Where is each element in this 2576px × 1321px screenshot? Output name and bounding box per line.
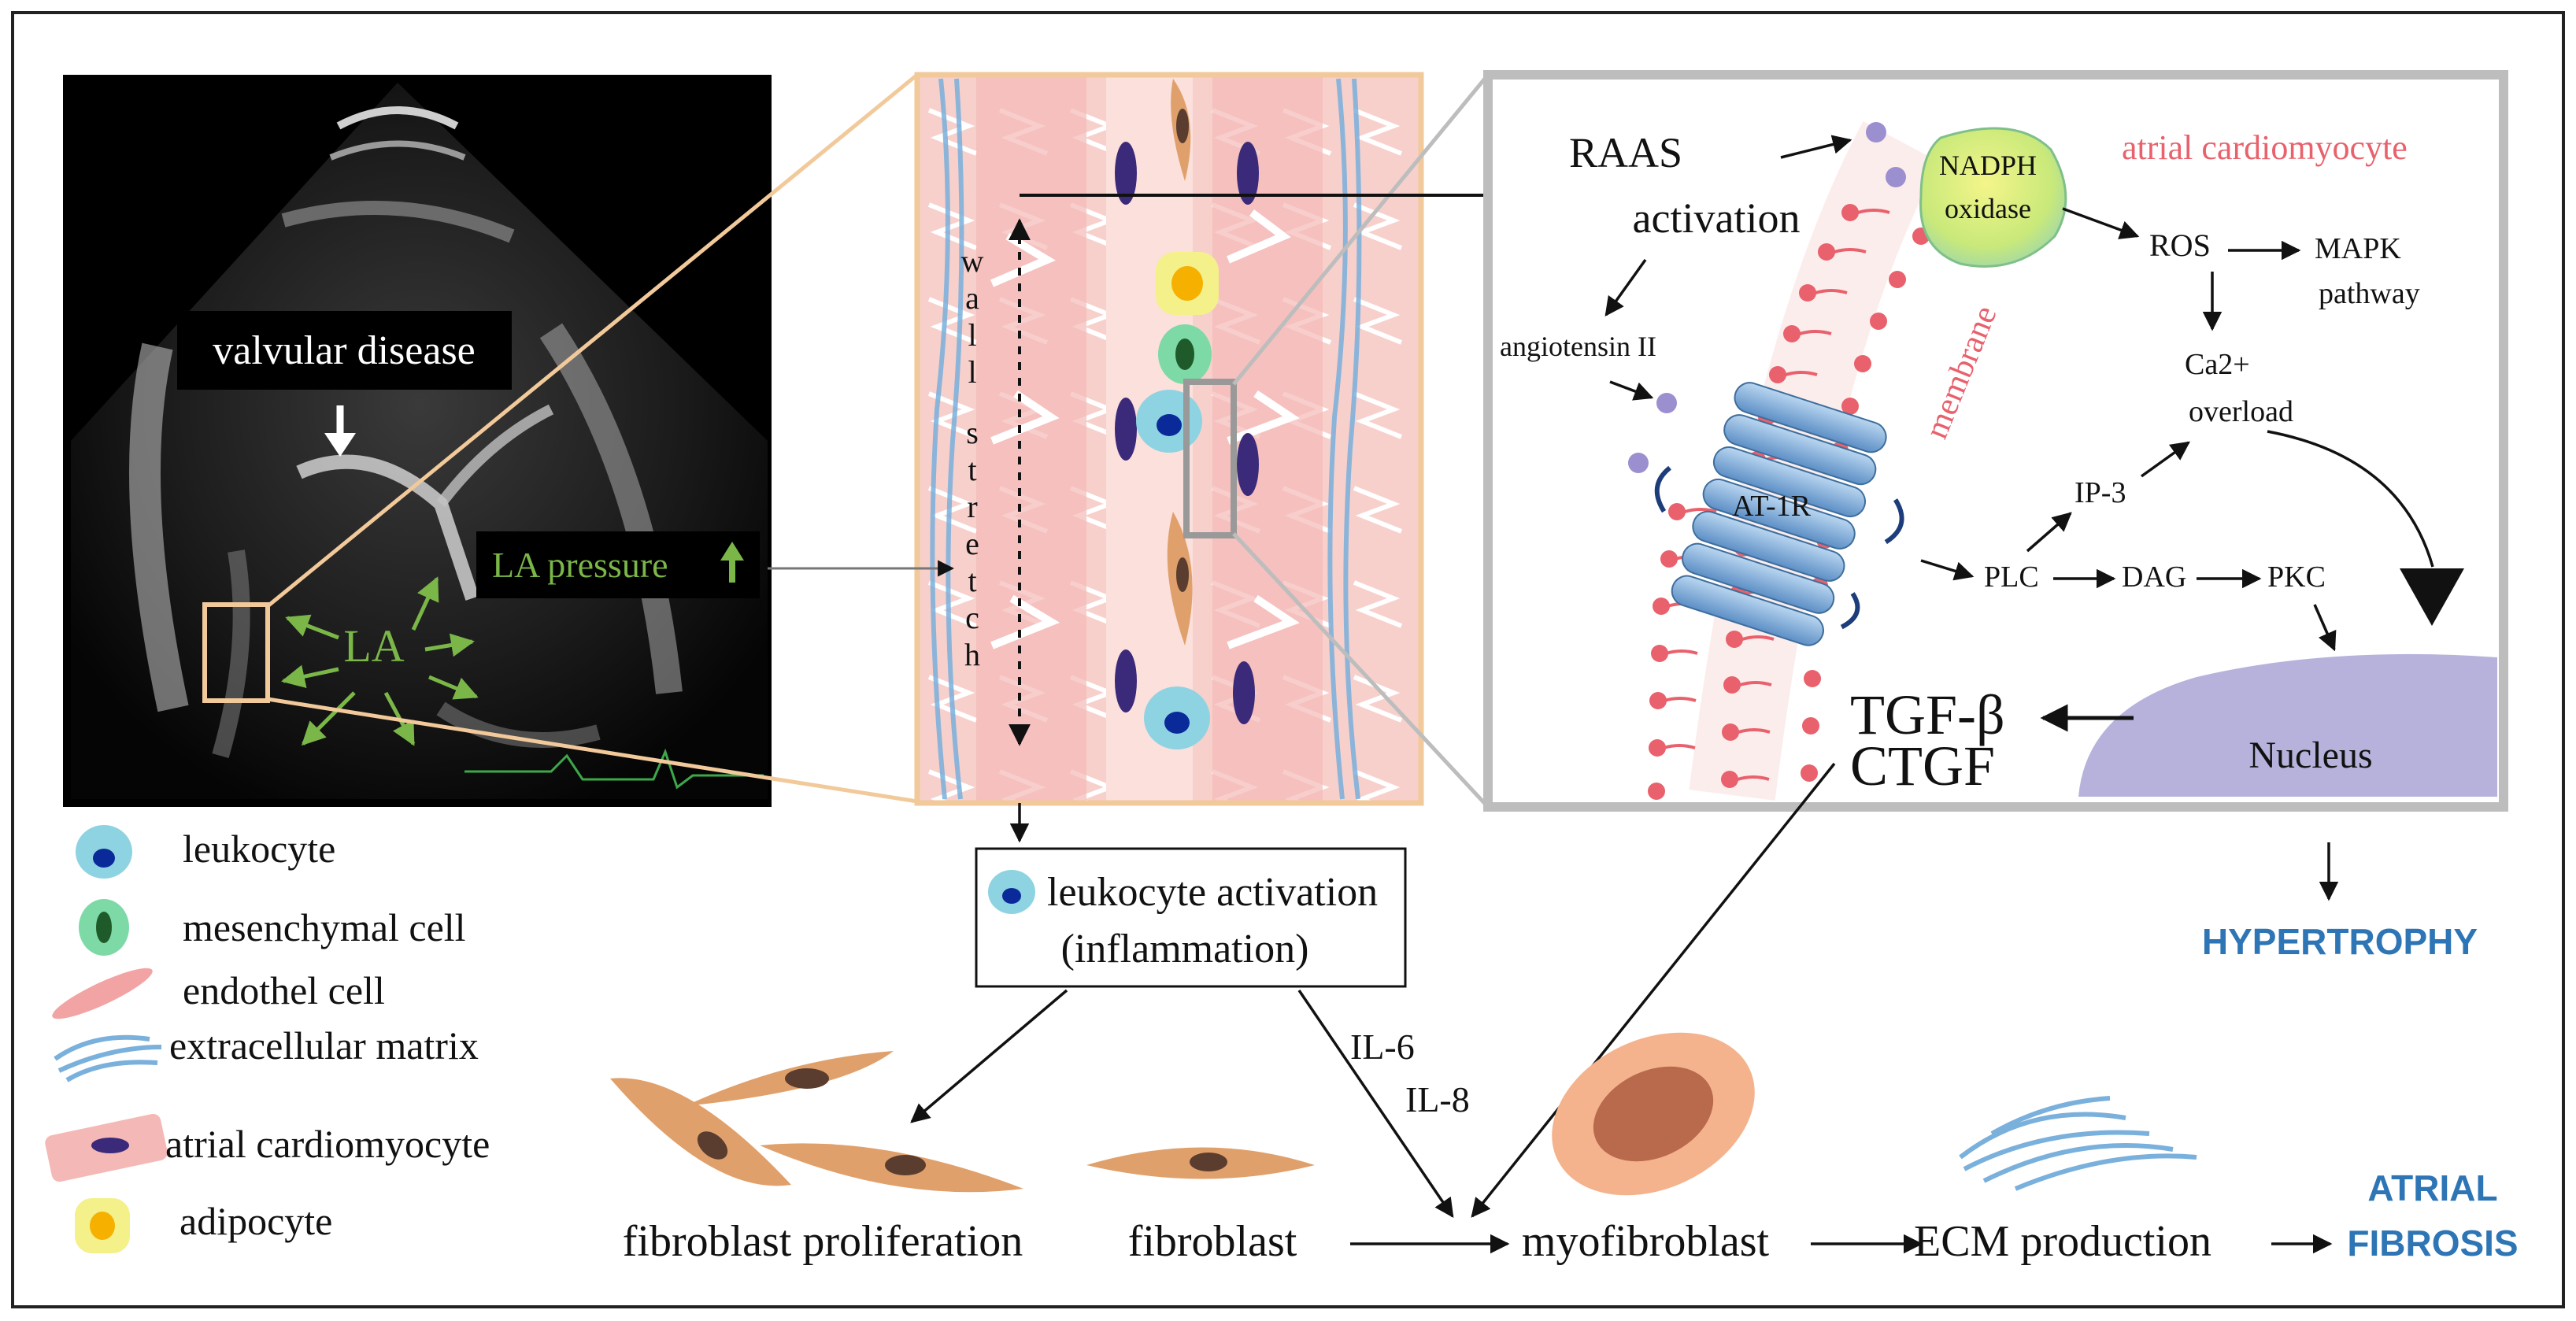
zoom-line-top xyxy=(266,73,919,608)
fibrosis-line2: FIBROSIS xyxy=(2347,1223,2518,1264)
inflammation-to-proliferation-arrow xyxy=(910,989,1068,1123)
fibroblast-icon xyxy=(1086,1147,1315,1179)
tissue-panel xyxy=(917,75,1421,803)
pkc-to-nucleus-arrow xyxy=(2313,604,2337,652)
plc-to-ip3-arrow xyxy=(2026,512,2072,553)
fibro-prolif-label: fibroblast proliferation xyxy=(623,1217,1023,1266)
nadph-line1: NADPH xyxy=(1939,150,2037,181)
zoom-line-bottom xyxy=(267,697,918,804)
up-arrow-icon xyxy=(720,542,744,583)
stretch-letter: c xyxy=(965,600,979,635)
stretch-letter: e xyxy=(965,526,979,561)
zoom-line-gray-top xyxy=(1232,73,1490,386)
la-radiating-arrows xyxy=(281,576,479,746)
legend: leukocyte mesenchymal cell endothel cell… xyxy=(45,825,490,1253)
ca-to-nucleus-curve xyxy=(2267,430,2434,568)
legend-cardiomyocyte-icon xyxy=(45,1113,168,1182)
myofibroblast-label: myofibroblast xyxy=(1522,1217,1770,1266)
la-zoom-box xyxy=(202,602,270,703)
nadph-oxidase-blob xyxy=(1919,127,2067,268)
dag-label: DAG xyxy=(2122,561,2186,594)
ctgf-to-myofibroblast-arrow xyxy=(1471,762,1836,1218)
stretch-letter: l xyxy=(968,354,976,390)
ctgf-label: CTGF xyxy=(1850,735,1995,797)
inflammation-line1: leukocyte activation xyxy=(1047,870,1378,915)
hypertrophy-label: HYPERTROPHY xyxy=(2202,921,2478,962)
echocardiogram xyxy=(63,75,772,807)
legend-endothel-label: endothel cell xyxy=(183,968,385,1012)
mapk-line2: pathway xyxy=(2319,277,2420,310)
legend-adipocyte-label: adipocyte xyxy=(180,1199,332,1243)
zoom-line-gray-bottom xyxy=(1232,532,1490,809)
nadph-to-ros-arrow xyxy=(2062,207,2140,239)
nadph-line2: oxidase xyxy=(1945,193,2031,224)
legend-ecm-label: extracellular matrix xyxy=(169,1023,479,1068)
inflammation-to-myofibroblast-arrow xyxy=(1297,990,1454,1219)
ca-line1: Ca2+ xyxy=(2185,348,2250,381)
raas-to-particles-arrow xyxy=(1780,135,1852,159)
tissue-frame xyxy=(914,72,1424,806)
fibrosis-line1: ATRIAL xyxy=(2367,1167,2497,1208)
raas-line1: RAAS xyxy=(1569,129,1682,176)
stretch-letter: s xyxy=(966,415,979,450)
angiotensin-label: angiotensin II xyxy=(1500,331,1656,362)
legend-endothel-icon xyxy=(52,968,153,1019)
valvular-label-box xyxy=(177,311,512,390)
angiotensin-to-particle-arrow xyxy=(1609,380,1654,401)
ecm-prod-label: ECM production xyxy=(1914,1217,2211,1266)
plc-label: PLC xyxy=(1984,561,2039,594)
valvular-disease-label: valvular disease xyxy=(213,328,476,373)
la-label: LA xyxy=(343,620,404,672)
at1r-receptor xyxy=(1654,382,1904,646)
nucleus-shape xyxy=(2078,653,2497,797)
at1r-label: AT-1R xyxy=(1732,490,1812,523)
legend-ecm-icon xyxy=(54,1034,162,1082)
ecm-fibers-icon xyxy=(1959,1096,2197,1191)
il8-label: IL-8 xyxy=(1405,1079,1470,1119)
legend-leukocyte-label: leukocyte xyxy=(183,827,335,871)
inflammation-line2: (inflammation) xyxy=(1061,927,1309,971)
cell-zoom-box xyxy=(1183,379,1237,538)
large-arrowhead-icon xyxy=(2400,568,2464,626)
pkc-label: PKC xyxy=(2267,561,2326,594)
stretch-letter: h xyxy=(964,637,980,672)
raas-line2: activation xyxy=(1633,194,1801,242)
il6-label: IL-6 xyxy=(1350,1027,1415,1067)
raas-to-angiotensin-arrow xyxy=(1604,258,1647,316)
stretch-letter: a xyxy=(965,280,979,316)
ros-label: ROS xyxy=(2149,228,2211,263)
tgf-label: TGF-β xyxy=(1850,683,2005,746)
myofibroblast-icon xyxy=(1552,1032,1755,1196)
down-arrow-icon xyxy=(324,405,356,457)
ip3-to-ca-arrow xyxy=(2140,441,2190,478)
nucleus-label: Nucleus xyxy=(2248,735,2372,776)
fibroblast-cluster xyxy=(610,1051,1023,1193)
inflammation-box xyxy=(975,847,1407,988)
mapk-line1: MAPK xyxy=(2315,232,2401,265)
angiotensin-particles xyxy=(1628,122,1906,473)
stretch-letter: r xyxy=(967,489,977,524)
la-pressure-label: LA pressure xyxy=(492,545,668,585)
atrial-cardiomyocyte-label: atrial cardiomyocyte xyxy=(2122,128,2408,167)
stretch-letter: t xyxy=(968,452,976,487)
la-pressure-box xyxy=(476,531,760,598)
fibroblast-label: fibroblast xyxy=(1128,1217,1297,1266)
legend-cardiomyocyte-label: atrial cardiomyocyte xyxy=(165,1122,490,1166)
ca-line2: overload xyxy=(2189,395,2293,428)
wall-stretch-label: w a l l s t r e t c h xyxy=(961,243,984,672)
stretch-letter: t xyxy=(968,563,976,598)
legend-mesenchymal-label: mesenchymal cell xyxy=(183,905,466,949)
ip3-label: IP-3 xyxy=(2074,476,2126,509)
receptor-to-plc-arrow xyxy=(1920,559,1975,581)
stretch-letter: w xyxy=(961,243,984,279)
stretch-letter: l xyxy=(968,317,976,353)
